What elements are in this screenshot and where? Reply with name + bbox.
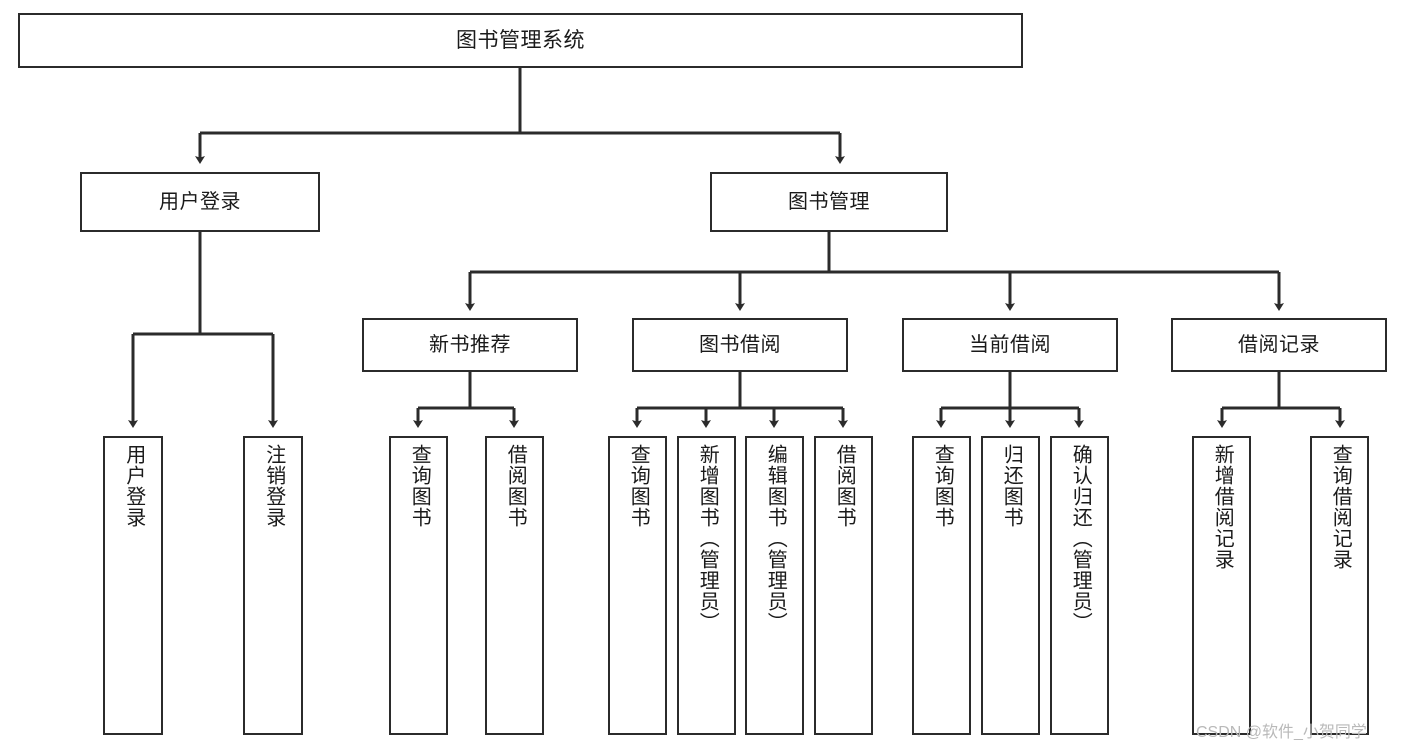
node-leaf-query-book-2-label: 查询图书 — [627, 444, 650, 528]
node-leaf-user-login[interactable]: 用户登录 — [103, 436, 163, 735]
node-book-borrow-label: 图书借阅 — [699, 333, 781, 356]
node-leaf-query-book-2[interactable]: 查询图书 — [608, 436, 667, 735]
node-leaf-user-logout[interactable]: 注销登录 — [243, 436, 303, 735]
node-leaf-confirm-return-label: 确认归还（管理员） — [1069, 444, 1092, 633]
node-leaf-query-borrow-record-label: 查询借阅记录 — [1329, 444, 1352, 570]
node-leaf-return-book-label: 归还图书 — [1000, 444, 1023, 528]
node-leaf-borrow-book-1-label: 借阅图书 — [504, 444, 527, 528]
node-leaf-user-logout-label: 注销登录 — [262, 444, 285, 528]
node-current-borrow-label: 当前借阅 — [969, 333, 1051, 356]
node-leaf-return-book[interactable]: 归还图书 — [981, 436, 1040, 735]
node-root[interactable]: 图书管理系统 — [18, 13, 1023, 68]
node-leaf-query-book-1[interactable]: 查询图书 — [389, 436, 448, 735]
node-new-book-recommend[interactable]: 新书推荐 — [362, 318, 578, 372]
node-leaf-edit-book-label: 编辑图书（管理员） — [764, 444, 787, 633]
node-root-label: 图书管理系统 — [456, 28, 585, 52]
node-leaf-add-borrow-record-label: 新增借阅记录 — [1211, 444, 1234, 570]
node-book-manage[interactable]: 图书管理 — [710, 172, 948, 232]
node-book-borrow[interactable]: 图书借阅 — [632, 318, 848, 372]
node-user-login[interactable]: 用户登录 — [80, 172, 320, 232]
node-book-manage-label: 图书管理 — [788, 190, 870, 213]
node-leaf-edit-book[interactable]: 编辑图书（管理员） — [745, 436, 804, 735]
node-leaf-user-login-label: 用户登录 — [122, 444, 145, 528]
node-leaf-borrow-book-2-label: 借阅图书 — [833, 444, 856, 528]
node-leaf-query-book-1-label: 查询图书 — [408, 444, 431, 528]
node-leaf-query-borrow-record[interactable]: 查询借阅记录 — [1310, 436, 1369, 735]
node-leaf-add-borrow-record[interactable]: 新增借阅记录 — [1192, 436, 1251, 735]
node-leaf-query-book-3[interactable]: 查询图书 — [912, 436, 971, 735]
node-leaf-add-book[interactable]: 新增图书（管理员） — [677, 436, 736, 735]
node-leaf-borrow-book-1[interactable]: 借阅图书 — [485, 436, 544, 735]
node-new-book-recommend-label: 新书推荐 — [429, 333, 511, 356]
node-leaf-borrow-book-2[interactable]: 借阅图书 — [814, 436, 873, 735]
csdn-watermark: CSDN @软件_小贺同学 — [1196, 724, 1367, 741]
node-borrow-record[interactable]: 借阅记录 — [1171, 318, 1387, 372]
node-leaf-query-book-3-label: 查询图书 — [931, 444, 954, 528]
node-user-login-label: 用户登录 — [159, 190, 241, 213]
node-leaf-confirm-return[interactable]: 确认归还（管理员） — [1050, 436, 1109, 735]
node-leaf-add-book-label: 新增图书（管理员） — [696, 444, 719, 633]
node-borrow-record-label: 借阅记录 — [1238, 333, 1320, 356]
node-current-borrow[interactable]: 当前借阅 — [902, 318, 1118, 372]
